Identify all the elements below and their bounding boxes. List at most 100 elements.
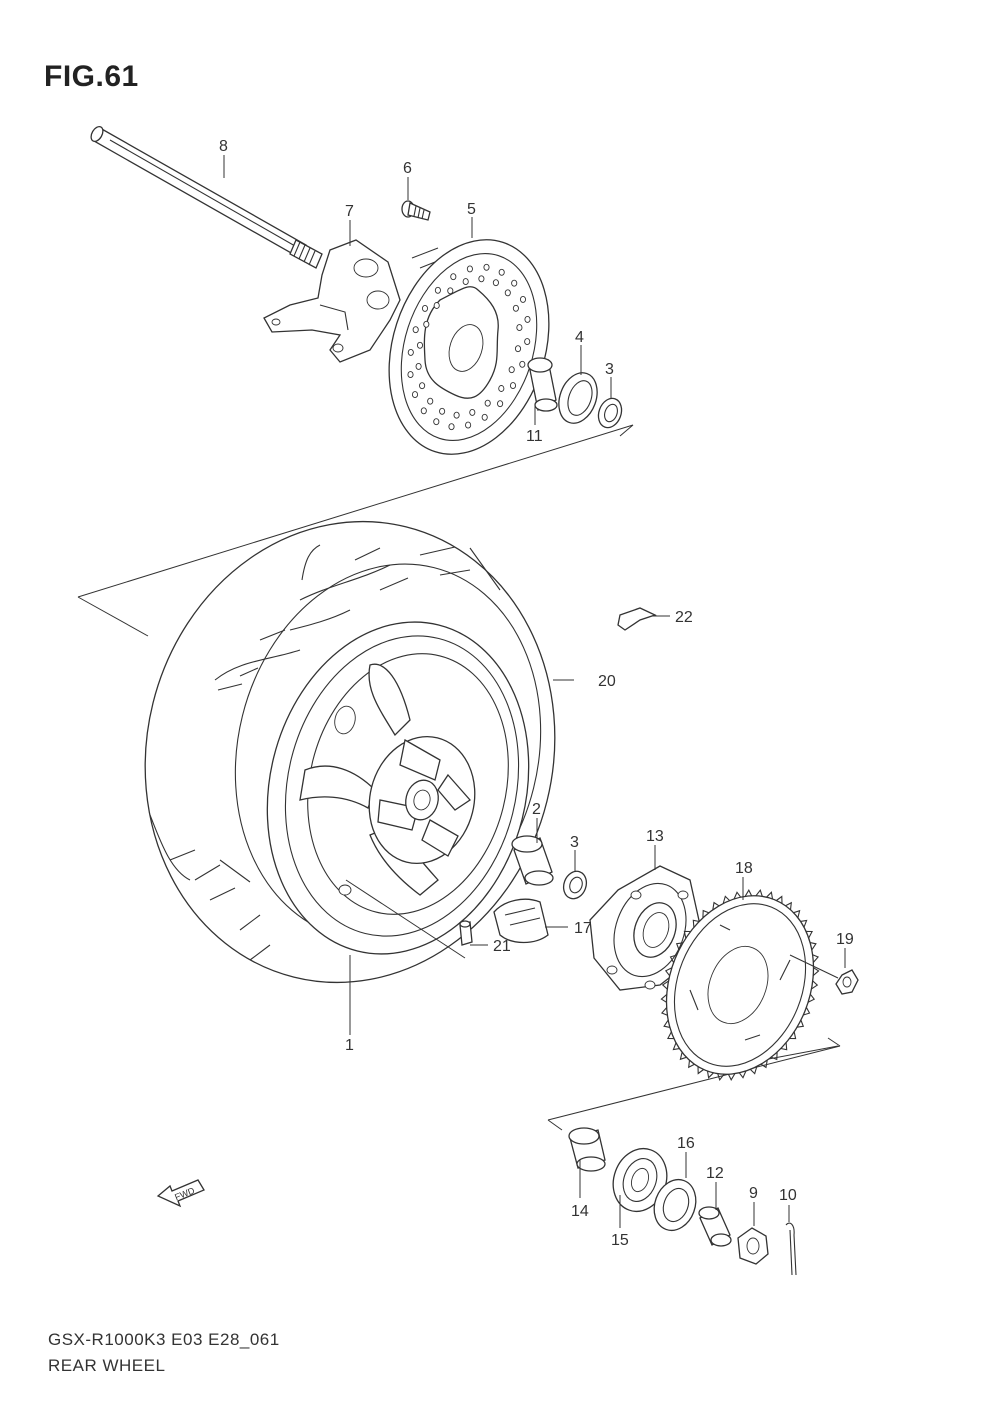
callout-15: 15 [611, 1232, 629, 1249]
disc-vent-hole [411, 391, 419, 399]
sprocket-tooth [661, 980, 669, 990]
callout-6: 6 [403, 160, 412, 177]
sprocket-tooth [669, 954, 677, 963]
sprocket-tooth [805, 930, 814, 939]
callout-17: 17 [574, 920, 592, 937]
callout-22: 22 [675, 609, 693, 626]
rear-axle [90, 125, 323, 269]
leader-lines [223, 155, 846, 1228]
disc-vent-hole [434, 286, 441, 294]
cotter-pin [785, 1222, 797, 1276]
sprocket-tooth [793, 909, 801, 918]
callout-4: 4 [575, 329, 584, 346]
disc-vent-hole [519, 360, 526, 368]
sprocket-tooth [807, 993, 816, 1003]
oil-seal-3-upper [597, 397, 623, 429]
disc-vent-hole [407, 371, 414, 379]
disc-vent-hole [447, 287, 454, 295]
sprocket-tooth [683, 930, 691, 939]
callout-3-upper: 3 [605, 361, 614, 378]
sprocket-tooth [660, 993, 668, 1003]
callout-1: 1 [345, 1037, 354, 1054]
spacer-14 [568, 1127, 606, 1172]
sprocket-tooth [666, 1031, 675, 1040]
disc-vent-hole [462, 278, 469, 286]
sprocket-tooth [733, 891, 742, 900]
disc-vent-hole [498, 268, 505, 276]
callout-5: 5 [467, 201, 476, 218]
oil-seal-16 [653, 1178, 697, 1232]
disc-vent-hole [465, 421, 472, 429]
disc-vent-hole [416, 341, 424, 349]
section-name: REAR WHEEL [48, 1356, 166, 1375]
disc-vent-hole [511, 279, 518, 287]
sprocket-nut [835, 969, 859, 995]
disc-vent-hole [484, 399, 491, 407]
fwd-label: FWD [173, 1185, 196, 1202]
disc-vent-hole [450, 273, 457, 281]
disc-vent-hole [407, 348, 414, 356]
collar-12 [698, 1206, 732, 1247]
sprocket-tooth [760, 1060, 768, 1069]
sprocket-tooth [727, 1073, 736, 1081]
disc-vent-hole [469, 408, 476, 416]
callout-11: 11 [526, 428, 543, 445]
callout-18: 18 [735, 860, 753, 877]
sprocket-tooth [717, 1073, 725, 1081]
sprocket-tooth [812, 954, 820, 963]
callout-10: 10 [779, 1187, 797, 1204]
sprocket-tooth [660, 1007, 668, 1016]
cush-drive-damper [493, 898, 549, 944]
sprocket-tooth [755, 889, 763, 897]
disc-vent-hole [498, 385, 505, 392]
disc-vent-hole [514, 345, 522, 353]
axle-nut [737, 1227, 769, 1265]
sprocket-tooth [738, 1070, 747, 1079]
callout-9: 9 [749, 1185, 758, 1202]
tire-valve [459, 920, 473, 946]
disc-vent-hole [433, 418, 440, 426]
sprocket-tooth [675, 942, 684, 951]
callout-20: 20 [598, 673, 616, 690]
callout-8: 8 [219, 138, 228, 155]
sprocket-tooth [785, 901, 792, 910]
sprocket-tooth [796, 1019, 805, 1028]
disc-vent-hole [420, 407, 427, 415]
oil-seal-3-lower [562, 870, 588, 900]
disc-vent-hole [478, 275, 485, 283]
disc-vent-hole [433, 302, 440, 309]
disc-vent-hole [508, 366, 515, 374]
disc-vent-hole [415, 362, 422, 370]
sprocket-tooth [679, 1052, 687, 1061]
callout-7: 7 [345, 203, 354, 220]
callout-19: 19 [836, 931, 854, 948]
brake-disc [388, 239, 550, 455]
hub-spacer-11 [527, 357, 558, 412]
disc-vent-hole [481, 413, 488, 421]
sprocket-tooth [672, 1042, 680, 1051]
disc-vent-hole [453, 411, 460, 419]
callout-labels: 1 2 3 3 4 5 6 7 8 9 10 11 12 13 14 15 16… [219, 138, 854, 1249]
sprocket-tooth [692, 919, 700, 928]
sprocket-tooth [771, 1052, 778, 1061]
disc-vent-hole [524, 315, 531, 323]
sprocket-tooth [812, 967, 820, 977]
disc-vent-hole [412, 326, 419, 334]
callout-16: 16 [677, 1135, 695, 1152]
bearing-4 [558, 372, 598, 424]
disc-vent-hole [439, 407, 446, 415]
spacer-2 [511, 835, 554, 886]
callout-3-lower: 3 [570, 834, 579, 851]
disc-vent-hole [419, 382, 426, 390]
sprocket-tooth [803, 1007, 811, 1016]
sprocket-tooth [780, 1042, 788, 1051]
wheel-rim [266, 621, 530, 955]
disc-vent-hole [427, 397, 434, 405]
sprocket-tooth [809, 942, 817, 951]
disc-vent-hole [512, 304, 519, 312]
sprocket-tooth [749, 1066, 758, 1075]
disc-vent-hole [509, 382, 517, 390]
figure-title: FIG.61 [44, 60, 139, 93]
sprocket-tooth [688, 1060, 695, 1069]
